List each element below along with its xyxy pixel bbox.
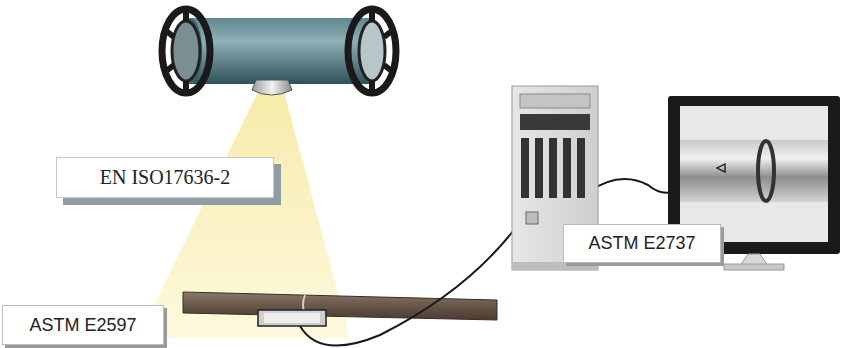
label-box: ASTM E2737: [563, 224, 721, 263]
tube-wheel: [348, 9, 396, 93]
standard-label: EN ISO17636-2: [100, 166, 231, 189]
weld-image: [758, 141, 774, 201]
monitor-cable: [588, 179, 672, 193]
standard-label: ASTM E2737: [588, 233, 695, 254]
tube-window: [252, 80, 292, 95]
detector-cable: [300, 222, 520, 346]
label-box: ASTM E2597: [2, 305, 164, 345]
welded-pipe: [183, 292, 497, 326]
standard-label: ASTM E2597: [29, 315, 136, 336]
xray-tube: [162, 9, 396, 95]
marker-symbol: [717, 164, 725, 172]
tube-wheel: [162, 9, 210, 93]
label-box: EN ISO17636-2: [56, 157, 274, 198]
detector-panel: [258, 310, 326, 326]
